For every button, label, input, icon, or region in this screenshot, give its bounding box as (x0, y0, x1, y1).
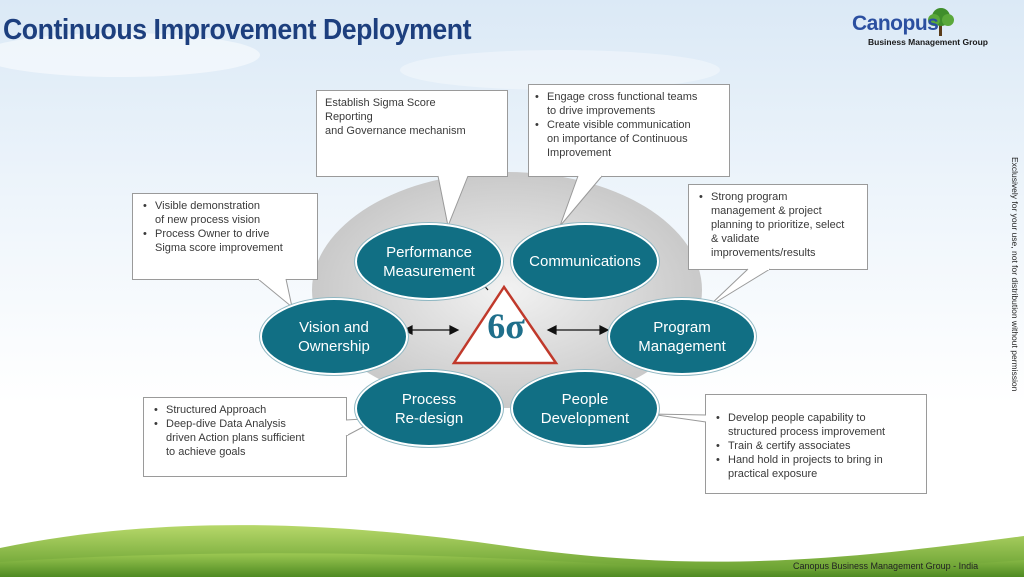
node-label: Vision and (299, 318, 369, 336)
callout-bullet: Strong program management & project plan… (697, 190, 859, 260)
callout-line: Reporting (325, 111, 373, 123)
tree-icon (928, 8, 954, 36)
node-vision-ownership[interactable]: Vision and Ownership (260, 298, 408, 375)
node-label: Management (638, 337, 726, 355)
callout-line: Develop people capability to (728, 412, 866, 424)
callout-tail-program (707, 268, 771, 308)
callout-line: Create visible communication (547, 119, 691, 131)
logo-subtitle: Business Management Group (868, 37, 988, 47)
callout-line: improvements/results (711, 247, 816, 259)
callout-line: Establish Sigma Score (325, 97, 436, 109)
node-people-development[interactable]: People Development (511, 370, 659, 447)
callout-line: planning to prioritize, select (711, 219, 845, 231)
six-sigma-symbol: 6σ (487, 306, 525, 346)
node-label: People (561, 390, 609, 408)
callout-bullet: Engage cross functional teams to drive i… (533, 90, 721, 118)
callout-line: Visible demonstration (155, 200, 260, 212)
node-label: Process (401, 390, 457, 408)
callout-people: Develop people capability to structured … (705, 394, 927, 494)
callout-line: Sigma score improvement (155, 242, 283, 254)
callout-line: structured process improvement (728, 426, 886, 438)
node-label: Development (540, 409, 630, 427)
callout-program: Strong program management & project plan… (688, 184, 868, 270)
callout-tail-vision (257, 278, 293, 309)
callout-bullet: Visible demonstration of new process vis… (141, 199, 309, 227)
callout-line: Hand hold in projects to bring in (728, 454, 883, 466)
callout-bullet: Deep-dive Data Analysis driven Action pl… (152, 417, 338, 459)
callout-line: on importance of Continuous (547, 133, 688, 145)
callout-line: Improvement (547, 147, 612, 159)
callout-line: Strong program (711, 191, 788, 203)
callout-bullet: Develop people capability to structured … (714, 411, 918, 439)
node-label: Re-design (394, 409, 464, 427)
callout-line: Deep-dive Data Analysis (166, 418, 286, 430)
logo-wordmark: Canopus (852, 12, 939, 35)
callout-line: of new process vision (155, 214, 261, 226)
node-label: Program (653, 318, 711, 336)
callout-line: to drive improvements (547, 105, 656, 117)
node-label: Communications (529, 253, 641, 270)
node-label: Measurement (383, 262, 475, 280)
company-logo: Canopus Business Management Group (848, 6, 1013, 50)
node-process-redesign[interactable]: Process Re-design (355, 370, 503, 447)
node-communications[interactable]: Communications (511, 223, 659, 300)
callout-line: practical exposure (728, 468, 818, 480)
callout-tail-performance (437, 175, 469, 228)
node-performance-measurement[interactable]: Performance Measurement (355, 223, 503, 300)
six-sigma-triangle (451, 284, 559, 365)
permission-note: Exclusively for your use, not for distri… (1010, 157, 1020, 392)
callout-line: Process Owner to drive (155, 228, 270, 240)
page-title: Continuous Improvement Deployment (3, 14, 472, 46)
node-program-management[interactable]: Program Management (608, 298, 756, 375)
callout-line: Engage cross functional teams (547, 91, 698, 103)
callout-bullet: Hand hold in projects to bring in practi… (714, 453, 918, 481)
callout-tail-communications (559, 175, 603, 227)
callout-line: management & project (711, 205, 822, 217)
callout-communications: Engage cross functional teams to drive i… (528, 84, 730, 177)
callout-line: and Governance mechanism (325, 125, 466, 137)
callout-line: driven Action plans sufficient (166, 432, 305, 444)
node-label: Performance (386, 243, 472, 261)
callout-line: to achieve goals (166, 446, 246, 458)
callout-process: Structured Approach Deep-dive Data Analy… (143, 397, 347, 477)
callout-tail-people (649, 413, 707, 423)
callout-bullet: Create visible communication on importan… (533, 118, 721, 160)
callout-line: & validate (711, 233, 760, 245)
footer-text: Canopus Business Management Group - Indi… (793, 561, 979, 571)
callout-bullet: Train & certify associates (714, 439, 918, 453)
callout-line: Train & certify associates (728, 440, 851, 452)
callout-line: Structured Approach (166, 404, 267, 416)
callout-vision: Visible demonstration of new process vis… (132, 193, 318, 280)
callout-performance: Establish Sigma Score Reporting and Gove… (316, 90, 508, 177)
callout-bullet: Structured Approach (152, 403, 338, 417)
node-label: Ownership (298, 337, 370, 355)
callout-bullet: Process Owner to drive Sigma score impro… (141, 227, 309, 255)
